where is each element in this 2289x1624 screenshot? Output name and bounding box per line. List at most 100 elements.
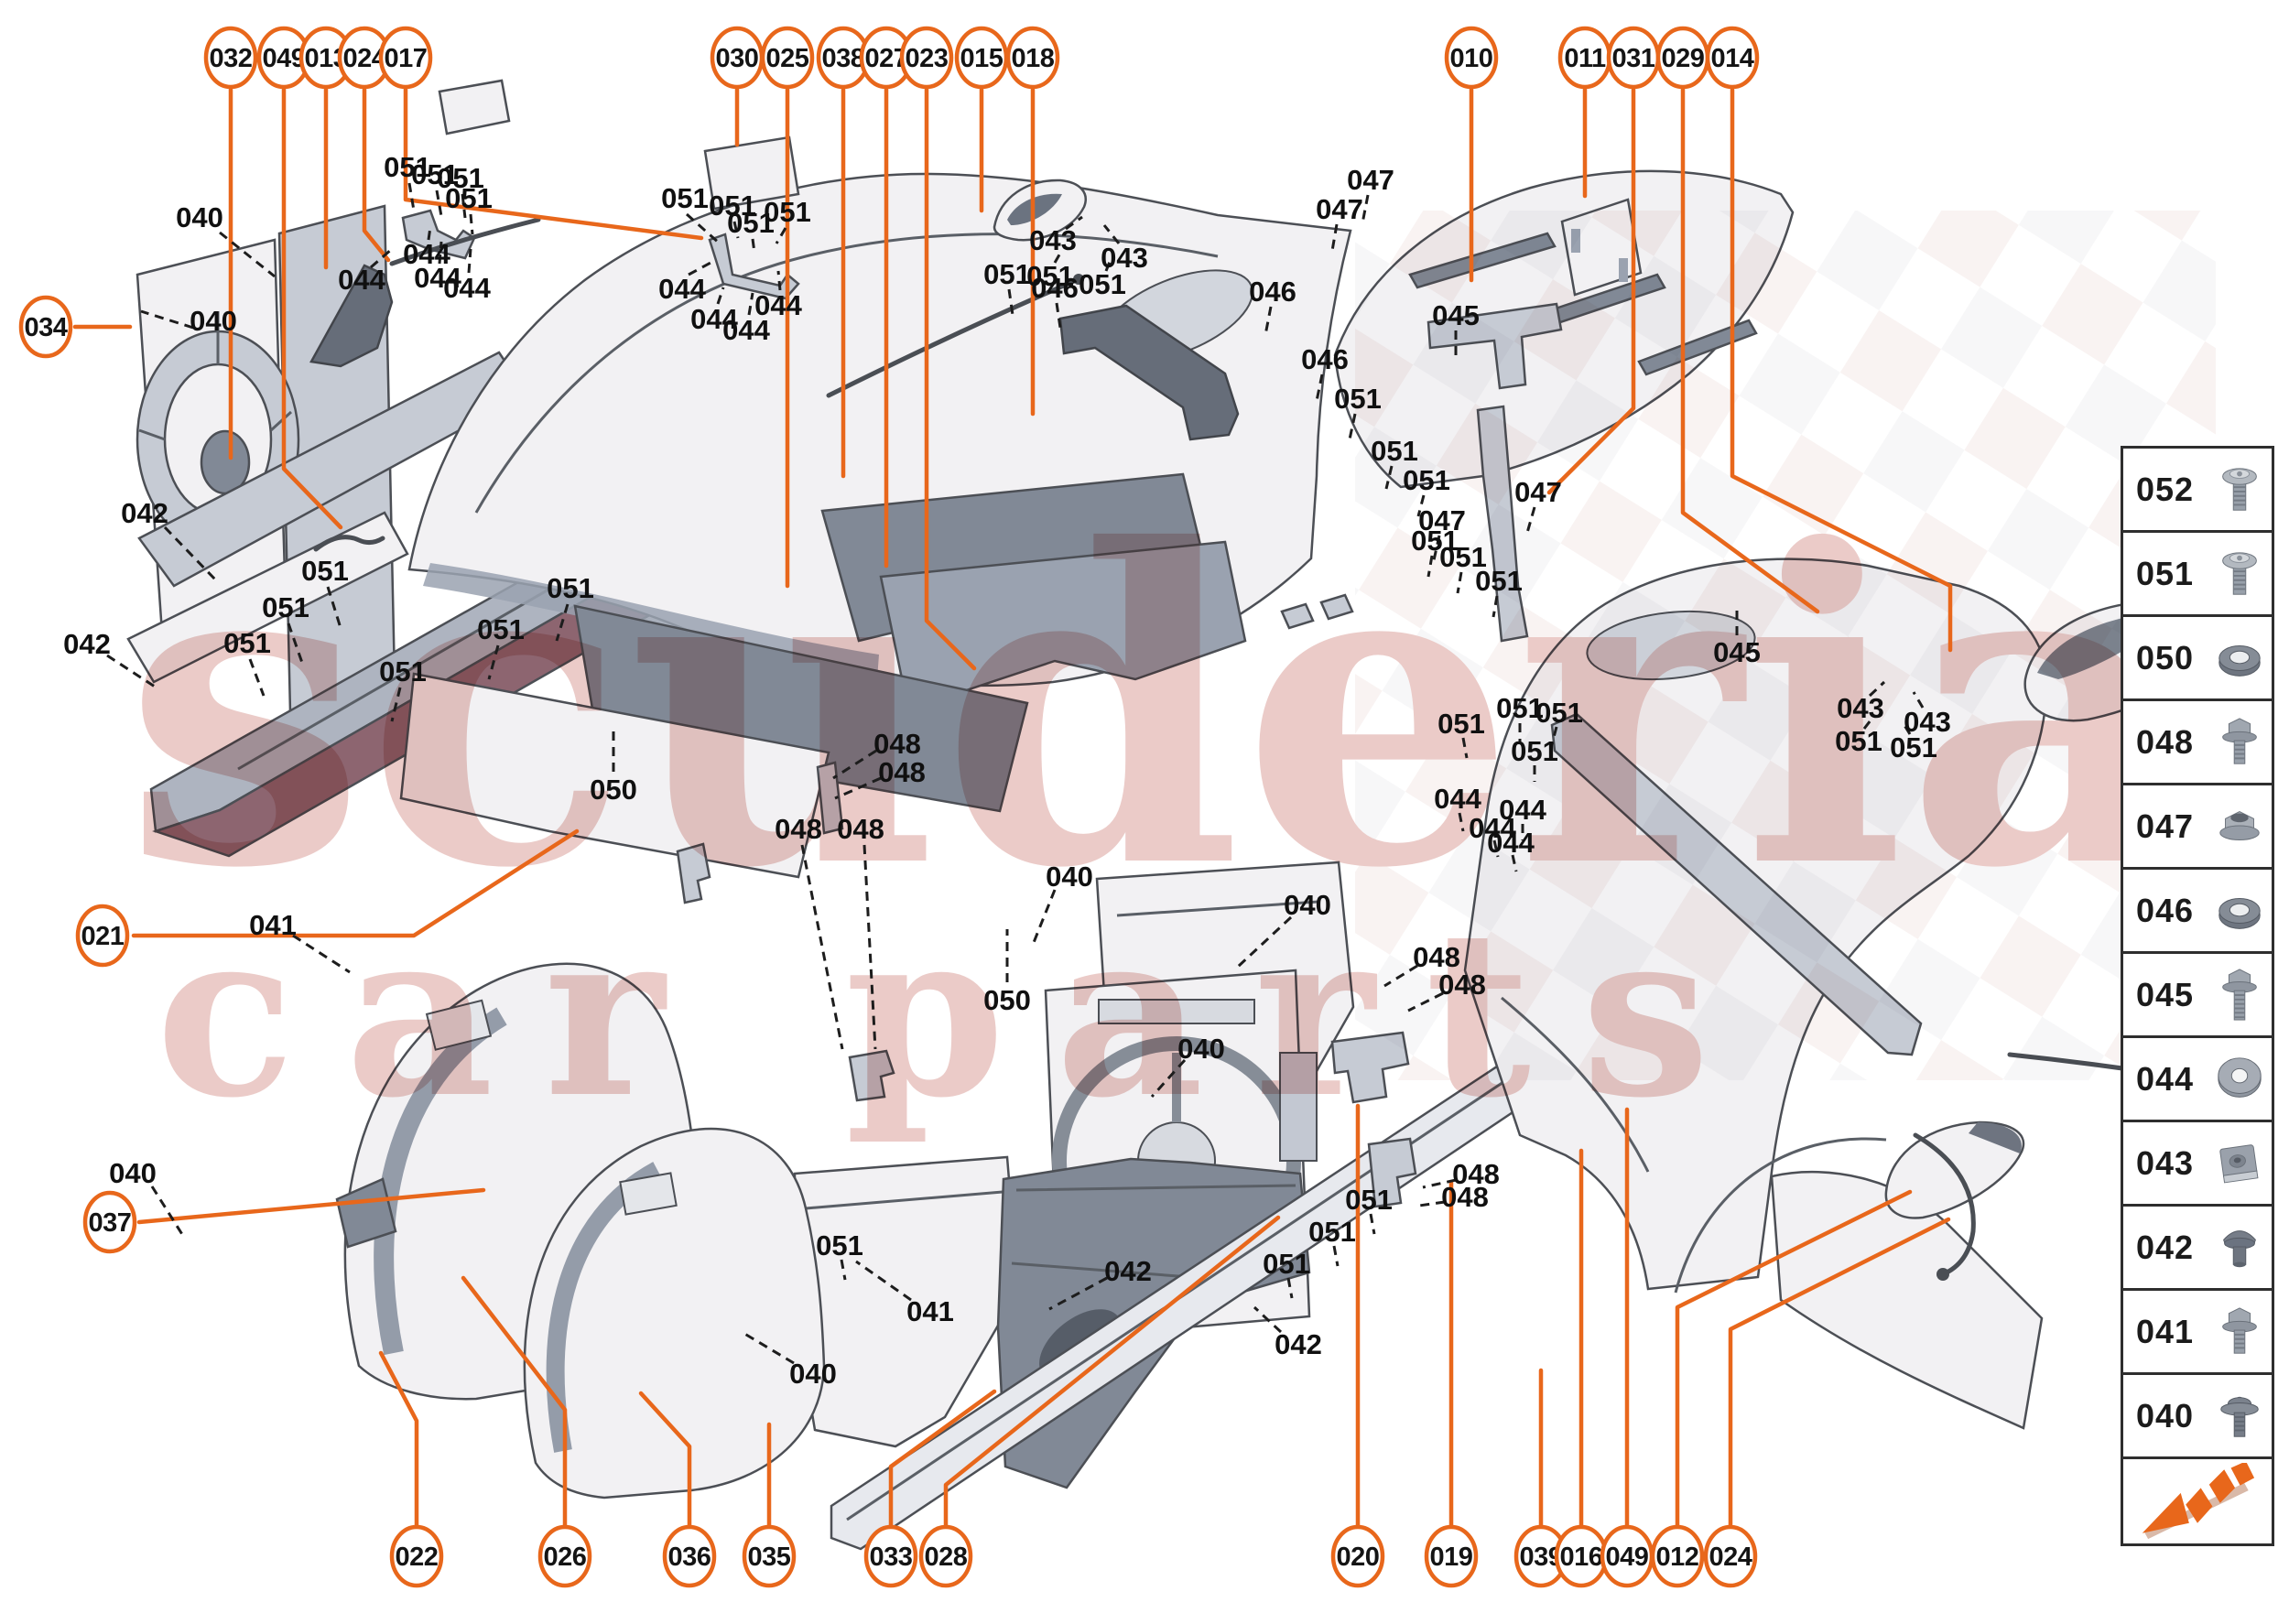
callout-021[interactable]: 021 <box>75 904 130 968</box>
label-dash-line <box>1458 812 1465 832</box>
label-dash-line <box>747 292 754 316</box>
legend-row-050[interactable]: 050 <box>2123 617 2272 701</box>
part-cable-right-b <box>1913 1132 1976 1277</box>
legend-row-051[interactable]: 051 <box>2123 533 2272 617</box>
callout-016[interactable]: 016 <box>1554 1524 1609 1588</box>
part-ref-label: 047 <box>1418 504 1466 536</box>
callout-033[interactable]: 033 <box>863 1524 918 1588</box>
legend-row-047[interactable]: 047 <box>2123 785 2272 870</box>
part-ref-label: 043 <box>1837 692 1884 724</box>
part-ref-label: 048 <box>873 728 921 760</box>
part-ref-label: 051 <box>661 182 709 214</box>
callout-024[interactable]: 024 <box>1703 1524 1758 1588</box>
legend-row-042[interactable]: 042 <box>2123 1207 2272 1291</box>
part-ref-label: 045 <box>1713 636 1761 668</box>
legend-part-number: 042 <box>2136 1228 2195 1266</box>
callout-032[interactable]: 032 <box>203 26 258 90</box>
callout-049[interactable]: 049 <box>1600 1524 1654 1588</box>
callout-030[interactable]: 030 <box>710 26 765 90</box>
part-ref-label: 051 <box>1345 1184 1393 1216</box>
label-dash-line <box>140 309 194 330</box>
callout-020[interactable]: 020 <box>1330 1524 1385 1588</box>
callout-035[interactable]: 035 <box>742 1524 797 1588</box>
callout-012[interactable]: 012 <box>1650 1524 1705 1588</box>
part-ref-label: 047 <box>1347 164 1394 196</box>
callout-037[interactable]: 037 <box>82 1190 137 1254</box>
legend-row-044[interactable]: 044 <box>2123 1038 2272 1122</box>
part-ref-label: 044 <box>414 262 461 294</box>
label-dash-line <box>1361 194 1370 224</box>
part-undertray-white <box>399 672 830 879</box>
label-dash-line <box>487 644 500 680</box>
callout-011[interactable]: 011 <box>1557 26 1612 90</box>
callout-010[interactable]: 010 <box>1444 26 1499 90</box>
callout-018[interactable]: 018 <box>1005 26 1060 90</box>
callout-022[interactable]: 022 <box>389 1524 444 1588</box>
callout-number: 014 <box>1711 44 1754 73</box>
part-ref-label: 048 <box>1438 969 1486 1001</box>
callout-026[interactable]: 026 <box>537 1524 592 1588</box>
callout-019[interactable]: 019 <box>1424 1524 1479 1588</box>
label-dash-line <box>862 844 877 1050</box>
label-dash-line <box>438 241 443 265</box>
legend-row-045[interactable]: 045 <box>2123 954 2272 1038</box>
flange-bolt-icon <box>2213 715 2266 770</box>
callout-number: 023 <box>906 44 949 73</box>
part-rod-long <box>826 276 1081 398</box>
label-dash-line <box>1007 288 1014 316</box>
label-dash-line <box>1422 1178 1457 1189</box>
part-ref-label: 042 <box>1275 1328 1322 1360</box>
legend-row-046[interactable]: 046 <box>2123 870 2272 954</box>
callout-049[interactable]: 049 <box>256 26 311 90</box>
callout-number: 026 <box>544 1543 587 1572</box>
callout-014[interactable]: 014 <box>1705 26 1760 90</box>
callout-013[interactable]: 013 <box>298 26 353 90</box>
callout-number: 028 <box>925 1543 968 1572</box>
label-dash-line <box>1065 215 1083 231</box>
part-ref-label: 047 <box>1316 193 1363 225</box>
callout-034[interactable]: 034 <box>18 295 73 359</box>
label-dash-line <box>1492 595 1499 618</box>
part-ref-label: 051 <box>1439 541 1487 573</box>
label-dash-line <box>716 287 725 305</box>
part-ref-label: 040 <box>190 305 237 337</box>
part-ref-label: 048 <box>878 756 926 788</box>
callout-036[interactable]: 036 <box>662 1524 717 1588</box>
legend-row-048[interactable]: 048 <box>2123 701 2272 785</box>
callout-023[interactable]: 023 <box>899 26 954 90</box>
callout-015[interactable]: 015 <box>954 26 1009 90</box>
part-ref-label: 044 <box>1499 794 1546 826</box>
callout-029[interactable]: 029 <box>1655 26 1710 90</box>
label-dash-line <box>732 221 740 239</box>
legend-row-041[interactable]: 041 <box>2123 1291 2272 1375</box>
callout-number: 022 <box>396 1543 439 1572</box>
legend-part-number: 047 <box>2136 807 2195 845</box>
part-plate-030 <box>703 135 800 211</box>
label-dash-line <box>1102 224 1121 244</box>
part-rear-tray-panel <box>791 1155 1020 1448</box>
part-ref-label: 051 <box>1371 435 1418 467</box>
callout-028[interactable]: 028 <box>918 1524 973 1588</box>
callout-017[interactable]: 017 <box>378 26 433 90</box>
label-dash-line <box>248 658 266 697</box>
legend-part-number: 045 <box>2136 975 2195 1013</box>
legend-row-052[interactable]: 052 <box>2123 449 2272 533</box>
label-dash-line <box>461 193 467 219</box>
callout-025[interactable]: 025 <box>760 26 815 90</box>
callout-number: 029 <box>1662 44 1705 73</box>
callout-038[interactable]: 038 <box>816 26 871 90</box>
part-clip-nut-a <box>1280 602 1315 630</box>
callout-number: 030 <box>716 44 759 73</box>
legend-row-040[interactable]: 040 <box>2123 1375 2272 1459</box>
label-dash-line <box>1253 1305 1283 1334</box>
part-ref-label: 040 <box>789 1358 837 1390</box>
legend-row-043[interactable]: 043 <box>2123 1122 2272 1207</box>
callout-number: 010 <box>1450 44 1493 73</box>
part-ref-label: 048 <box>1413 941 1460 973</box>
part-ref-label: 051 <box>1835 725 1882 757</box>
label-dash-line <box>292 934 351 974</box>
callout-031[interactable]: 031 <box>1606 26 1661 90</box>
label-dash-line <box>1912 691 1925 709</box>
part-cable-small <box>313 535 385 552</box>
leader-line-031 <box>1546 87 1636 495</box>
